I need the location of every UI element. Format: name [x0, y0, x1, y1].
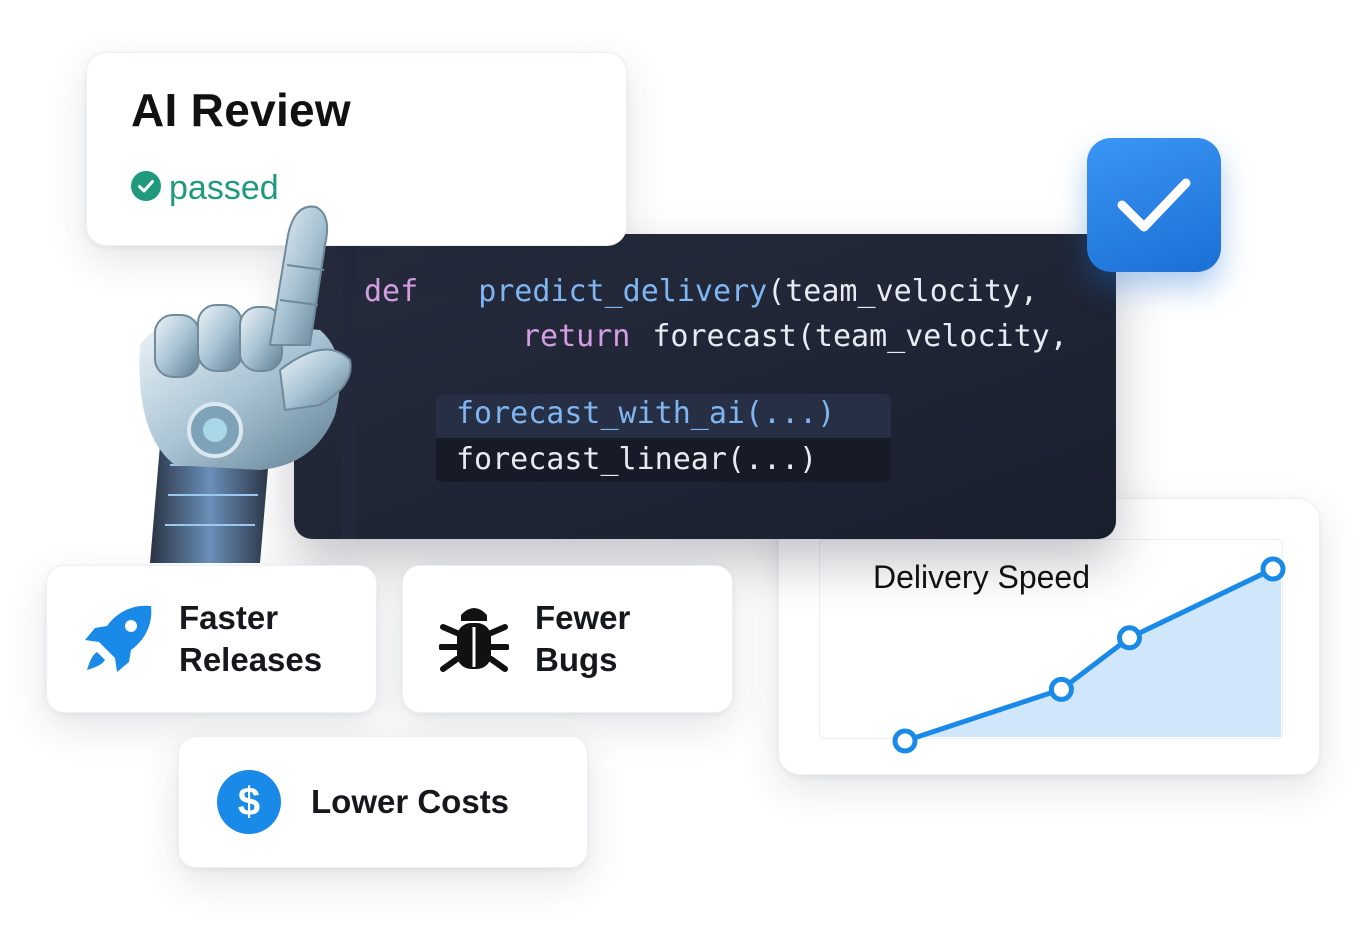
autocomplete-item-linear[interactable]: forecast_linear(...): [456, 442, 818, 477]
chart-plot-area: [819, 539, 1283, 739]
autocomplete-list: [436, 394, 891, 482]
status-label: passed: [169, 169, 279, 207]
feature-faster-releases: Faster Releases: [46, 565, 377, 713]
svg-text:$: $: [238, 780, 260, 824]
delivery-speed-chart: [892, 556, 1286, 754]
chart-point-1: [892, 728, 918, 754]
autocomplete-selected-highlight: [436, 394, 891, 438]
code-return-expr: forecast(team_velocity,: [652, 319, 1068, 354]
autocomplete-item-ai[interactable]: forecast_with_ai(...): [456, 396, 836, 431]
code-keyword-return: return: [522, 319, 631, 354]
review-title: AI Review: [131, 84, 352, 136]
chart-point-3: [1116, 625, 1142, 651]
feature-label-bugs: Fewer Bugs: [535, 599, 631, 678]
code-line-return: return forecast(team_velocity,: [522, 319, 1068, 354]
feature-label-faster: Faster Releases: [179, 599, 323, 678]
feature-lower-costs: $ Lower Costs: [178, 736, 588, 868]
code-keyword-def: def: [364, 274, 419, 309]
code-function-args: (team_velocity,: [767, 274, 1039, 309]
feature-label-costs: Lower Costs: [311, 783, 510, 820]
review-status: passed: [131, 169, 279, 208]
approved-badge: [1087, 138, 1221, 272]
rocket-icon: [81, 602, 155, 676]
code-editor-panel: def predict_delivery(team_velocity, retur…: [294, 234, 1116, 539]
check-circle-icon: [131, 171, 161, 206]
code-function-name: predict_delivery: [478, 274, 768, 309]
feature-fewer-bugs: Fewer Bugs: [402, 565, 733, 713]
robot-hand-illustration: [139, 205, 352, 563]
code-gutter: [342, 234, 356, 539]
chart-point-2: [1048, 676, 1074, 702]
ai-review-card: AI Review passed: [86, 52, 627, 246]
dollar-icon: $: [217, 770, 281, 834]
chart-series-line: [904, 566, 1275, 744]
chart-title: Delivery Speed: [873, 559, 1090, 595]
checkmark-icon: [1117, 178, 1191, 232]
bug-icon: [439, 603, 509, 675]
code-line-def: def predict_delivery(team_velocity,: [364, 274, 1038, 309]
chart-point-4: [1260, 556, 1286, 582]
delivery-speed-card: Delivery Speed: [778, 498, 1320, 775]
